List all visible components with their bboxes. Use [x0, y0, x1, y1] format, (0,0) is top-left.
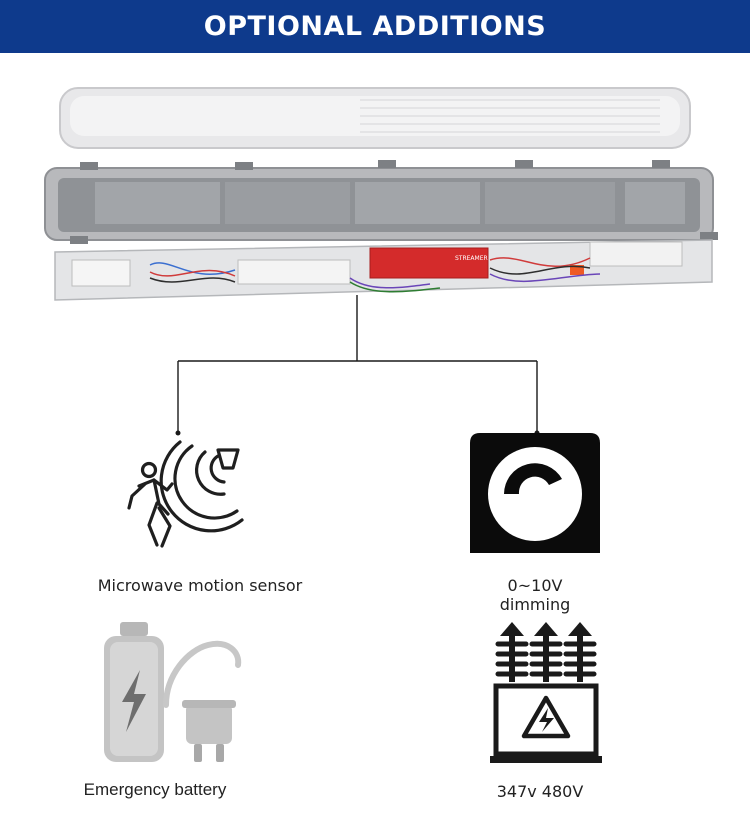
page-title: OPTIONAL ADDITIONS: [203, 11, 547, 42]
gear-tray: STREAMER: [54, 239, 713, 301]
insulator-left: [495, 622, 529, 682]
product-image: STREAMER: [44, 87, 718, 301]
header-banner: OPTIONAL ADDITIONS: [0, 0, 750, 53]
emergency-battery-icon: [104, 622, 242, 762]
option-label-voltage: 347v 480V: [496, 782, 584, 801]
diffuser-cover: [59, 87, 691, 149]
dimming-text: dimming: [499, 595, 571, 614]
insulator-center: [529, 622, 563, 682]
high-voltage-transformer-icon: [490, 622, 602, 763]
option-label-dimming: 0~10V dimming: [440, 576, 630, 614]
option-label-motion-sensor: Microwave motion sensor: [97, 576, 303, 595]
insulator-right: [563, 622, 597, 682]
driver-label: STREAMER: [455, 255, 488, 262]
microwave-motion-sensor-icon: [127, 440, 244, 548]
fixture-housing: [44, 160, 718, 244]
option-label-emergency-battery: Emergency battery: [83, 780, 227, 799]
connector-lines: [175, 295, 540, 436]
dimming-voltage-range: 0~10V: [507, 576, 563, 595]
dimming-knob-icon: [470, 433, 600, 553]
